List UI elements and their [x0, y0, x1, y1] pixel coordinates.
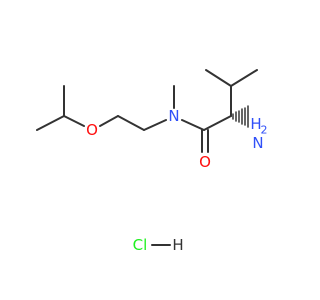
stereo-hashed-wedge	[232, 105, 249, 128]
bond-isopropyl-left-methyl	[36, 115, 65, 131]
bond-beta-to-right-methyl	[230, 69, 258, 87]
bond-beta-to-left-methyl	[205, 69, 232, 87]
atom-amide-nitrogen: N	[168, 107, 179, 125]
atom-carbonyl-oxygen: O	[199, 153, 211, 171]
bond-ch2-to-amide-n	[143, 119, 167, 131]
atom-amine-nitrogen: N	[252, 134, 263, 152]
bond-ether-o-to-ch2	[99, 115, 119, 127]
bond-ch2-ch2	[117, 115, 145, 131]
atom-amine-h-count: 2	[261, 124, 268, 137]
hydrochloride-salt: Cl H	[133, 236, 184, 254]
salt-hydrogen: H	[172, 236, 183, 254]
bond-carbonyl-to-alpha-c	[203, 115, 232, 131]
atom-ether-oxygen: O	[86, 121, 98, 139]
bond-amide-n-to-carbonyl-c	[181, 119, 205, 131]
atom-amine-h: H	[250, 115, 261, 133]
amine-group-label: H 2 N	[250, 115, 267, 152]
bond-isopropyl-ch-to-ether-o	[63, 115, 85, 127]
structure-diagram: O N O H 2 N Cl H	[36, 69, 268, 254]
salt-chlorine: Cl	[133, 236, 148, 254]
